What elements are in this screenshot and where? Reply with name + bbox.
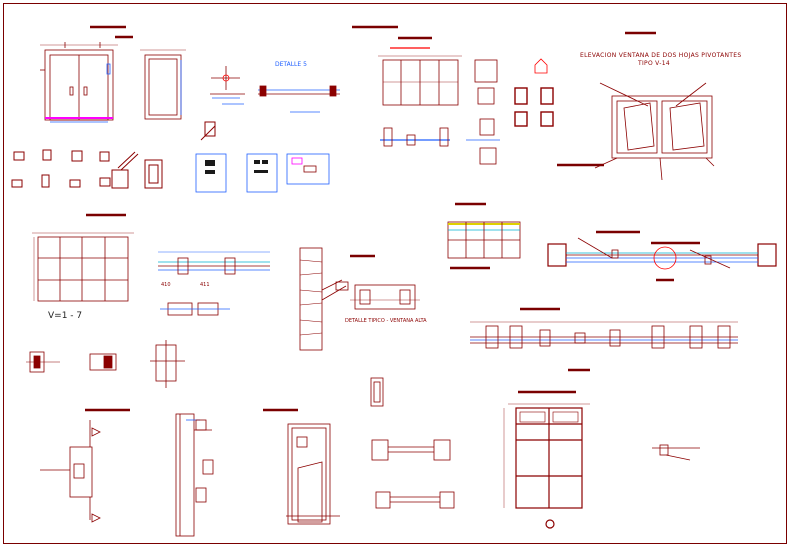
tipo-label: TIPO V-14 xyxy=(638,60,670,67)
door-elevation-drawing xyxy=(40,42,186,123)
horizontal-section-long xyxy=(470,321,738,349)
small-section-details xyxy=(26,351,117,373)
detalle-5-section xyxy=(210,66,340,113)
profile-details xyxy=(466,58,554,165)
door-leaf-elevation xyxy=(286,423,340,525)
vertical-section-bottom xyxy=(175,413,214,537)
door-panel-bottom-left xyxy=(40,420,101,523)
figure-411-label: 411 xyxy=(200,282,210,288)
pivot-window-elevation xyxy=(594,82,715,181)
window-elevation-center xyxy=(378,47,462,147)
section-title-bars xyxy=(85,25,700,412)
figure-410-label: 410 xyxy=(161,282,171,288)
detalle5-label: DETALLE 5 xyxy=(275,61,307,68)
hardware-details xyxy=(11,121,216,189)
detalle-tipico-label: DETALLE TIPICO - VENTANA ALTA xyxy=(345,318,427,324)
pivot-window-plan xyxy=(547,237,777,270)
window-type-label: V=1 - 7 xyxy=(48,311,83,321)
blue-detail-panels xyxy=(195,153,330,193)
glass-panel-strip xyxy=(447,221,521,259)
hinge-detail xyxy=(652,444,700,461)
elevacion-title: ELEVACION VENTANA DE DOS HOJAS PIVOTANTE… xyxy=(580,52,742,59)
large-window-elevation xyxy=(503,403,590,529)
beam-sections xyxy=(370,377,455,509)
window-grid-v1-7 xyxy=(32,232,134,302)
ventana-alta-section xyxy=(299,247,420,351)
sheet-border xyxy=(3,3,787,544)
window-section-strips xyxy=(150,251,270,388)
